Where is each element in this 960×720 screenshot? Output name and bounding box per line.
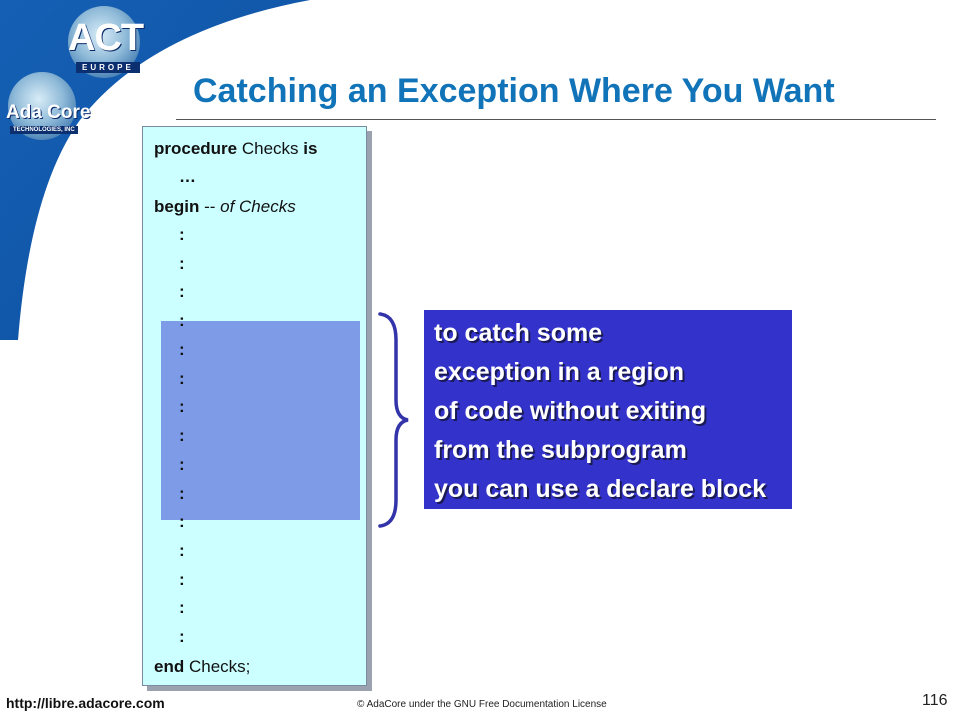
code-colon: : — [179, 340, 185, 359]
act-europe-logo: ACT EUROPE — [62, 6, 146, 82]
slide-title: Catching an Exception Where You Want — [193, 72, 835, 110]
code-colon: : — [179, 369, 185, 388]
callout-line: from the subprogram — [434, 436, 687, 464]
code-colon: : — [179, 598, 185, 617]
code-colon: : — [179, 627, 185, 646]
end-name: Checks — [184, 657, 246, 676]
adacore-logo: Ada Core TECHNOLOGIES, INC — [4, 74, 90, 144]
callout-line: to catch some — [434, 319, 603, 347]
title-divider — [176, 119, 936, 120]
globe-icon — [68, 6, 140, 78]
code-colon: : — [179, 570, 185, 589]
code-colon: : — [179, 426, 185, 445]
code-colon: : — [179, 397, 185, 416]
brace-icon — [378, 312, 409, 528]
code-panel: procedure Checks is … begin -- of Checks… — [142, 126, 367, 686]
adacore-logo-text: Ada Core — [6, 102, 91, 123]
code-colon: : — [179, 455, 185, 474]
corner-swoosh — [0, 0, 310, 340]
code-line-procedure: procedure Checks is — [154, 139, 317, 159]
procedure-name: Checks — [237, 139, 304, 158]
callout-line: exception in a region — [434, 358, 685, 386]
code-colon: : — [179, 512, 185, 531]
code-line-end: end Checks; — [154, 657, 250, 677]
declare-region-highlight — [161, 321, 360, 520]
comment-dashes: -- — [199, 197, 221, 216]
page-number: 116 — [922, 692, 948, 709]
comment-text: of Checks — [220, 197, 296, 216]
code-colon: : — [179, 254, 185, 273]
footer-license: © AdaCore under the GNU Free Documentati… — [357, 699, 607, 710]
code-colon: : — [179, 311, 185, 330]
code-line-begin: begin -- of Checks — [154, 197, 296, 217]
code-colon: : — [179, 541, 185, 560]
keyword-procedure: procedure — [154, 139, 238, 158]
code-colon: : — [179, 282, 185, 301]
europe-logo-text: EUROPE — [76, 62, 140, 73]
callout-line: of code without exiting — [434, 397, 707, 425]
footer-url[interactable]: http://libre.adacore.com — [6, 695, 165, 711]
callout-line: you can use a declare block — [434, 475, 767, 503]
code-colon: : — [179, 484, 185, 503]
keyword-is: is — [303, 139, 318, 158]
code-colon: : — [179, 225, 185, 244]
code-line-ellipsis: … — [179, 167, 196, 186]
callout-box: to catch some exception in a region of c… — [424, 310, 792, 509]
technologies-logo-text: TECHNOLOGIES, INC — [10, 126, 78, 134]
keyword-begin: begin — [154, 197, 200, 216]
keyword-end: end — [154, 657, 185, 676]
act-logo-text: ACT — [68, 17, 144, 59]
end-semicolon: ; — [245, 657, 251, 676]
globe-icon — [8, 72, 76, 140]
